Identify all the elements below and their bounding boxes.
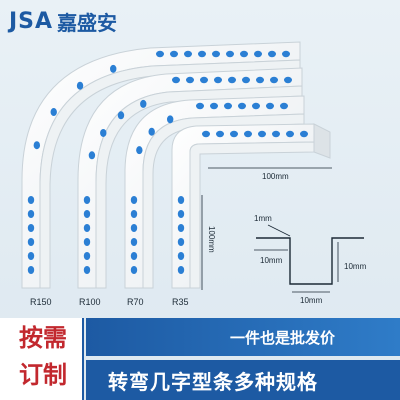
perforation-hole <box>198 50 206 58</box>
dim-flange-left: 10mm <box>260 256 283 265</box>
perforation-hole <box>27 196 35 204</box>
perforation-hole <box>83 224 91 232</box>
perforation-hole <box>117 111 125 120</box>
perforation-hole <box>27 210 35 218</box>
perforation-hole <box>83 196 91 204</box>
perforation-hole <box>166 115 174 124</box>
perforation-hole <box>170 50 178 58</box>
cross-section-dims <box>254 224 339 293</box>
perforation-hole <box>242 76 250 84</box>
perforation-hole <box>172 76 180 84</box>
perforation-hole <box>27 266 35 274</box>
perforation-hole <box>280 102 288 110</box>
perforation-hole <box>177 196 185 204</box>
perforation-hole <box>216 130 224 138</box>
custom-order-line2: 订制 <box>19 361 67 389</box>
perforation-hole <box>240 50 248 58</box>
radius-label-r35: R35 <box>172 297 189 307</box>
perforation-holes <box>27 50 308 274</box>
perforation-hole <box>130 224 138 232</box>
perforation-hole <box>286 130 294 138</box>
perforation-hole <box>88 151 96 160</box>
perforation-hole <box>196 102 204 110</box>
price-note: 一件也是批发价 <box>230 329 336 347</box>
perforation-hole <box>284 76 292 84</box>
spec-note-strip <box>86 360 400 400</box>
custom-order-line1: 按需 <box>19 324 67 352</box>
brand-latin: JSA <box>9 8 54 34</box>
perforation-hole <box>27 252 35 260</box>
perforation-hole <box>177 224 185 232</box>
perforation-hole <box>184 50 192 58</box>
perforation-hole <box>272 130 280 138</box>
perforation-hole <box>266 102 274 110</box>
radius-label-r150: R150 <box>30 297 52 307</box>
perforation-hole <box>76 81 84 90</box>
dim-vertical-length: 100mm <box>207 226 216 253</box>
perforation-hole <box>252 102 260 110</box>
perforation-hole <box>130 238 138 246</box>
strip-r150 <box>21 41 301 289</box>
perforation-hole <box>210 102 218 110</box>
perforation-hole <box>228 76 236 84</box>
dim-channel-width: 10mm <box>300 296 323 305</box>
dimension-lines <box>201 167 332 290</box>
price-note-strip <box>86 318 400 356</box>
custom-order-panel <box>0 318 84 400</box>
perforation-hole <box>100 128 107 137</box>
perforation-hole <box>254 50 262 58</box>
dim-channel-depth: 10mm <box>344 262 367 271</box>
perforation-hole <box>177 252 185 260</box>
brand-logo: JSA 嘉盛安 <box>9 7 117 35</box>
perforation-hole <box>230 130 238 138</box>
perforation-hole <box>130 266 138 274</box>
perforation-hole <box>140 99 147 108</box>
dim-thickness: 1mm <box>254 214 272 223</box>
perforation-hole <box>33 141 41 150</box>
perforation-hole <box>130 196 138 204</box>
perforation-hole <box>270 76 278 84</box>
perforation-hole <box>148 127 155 136</box>
perforation-hole <box>156 50 164 58</box>
perforation-hole <box>177 238 185 246</box>
perforation-hole <box>258 130 266 138</box>
custom-order-text: 按需 订制 <box>6 320 80 394</box>
perforation-hole <box>226 50 234 58</box>
perforation-hole <box>200 76 208 84</box>
brand-chinese: 嘉盛安 <box>57 10 118 35</box>
strip-r35 <box>171 123 331 289</box>
strip-r70 <box>124 95 305 289</box>
perforation-hole <box>202 130 210 138</box>
perforation-hole <box>212 50 220 58</box>
perforation-hole <box>177 210 185 218</box>
perforation-hole <box>268 50 276 58</box>
perforation-hole <box>83 266 91 274</box>
perforation-hole <box>214 76 222 84</box>
perforation-hole <box>238 102 246 110</box>
perforation-hole <box>177 266 185 274</box>
perforation-hole <box>136 146 143 155</box>
cross-section-profile <box>256 237 364 285</box>
perforation-hole <box>50 108 57 117</box>
perforation-hole <box>27 238 35 246</box>
radius-label-r100: R100 <box>79 297 101 307</box>
dim-horizontal-length: 100mm <box>262 172 289 181</box>
perforation-hole <box>244 130 252 138</box>
perforation-hole <box>256 76 264 84</box>
perforation-hole <box>110 64 117 73</box>
perforation-hole <box>83 238 91 246</box>
perforation-hole <box>83 252 91 260</box>
perforation-hole <box>300 130 308 138</box>
spec-note: 转弯几字型条多种规格 <box>108 370 318 394</box>
perforation-hole <box>130 252 138 260</box>
perforation-hole <box>186 76 194 84</box>
perforation-hole <box>130 210 138 218</box>
perforation-hole <box>282 50 290 58</box>
perforation-hole <box>27 224 35 232</box>
perforation-hole <box>83 210 91 218</box>
radius-label-r70: R70 <box>127 297 144 307</box>
perforation-hole <box>224 102 232 110</box>
